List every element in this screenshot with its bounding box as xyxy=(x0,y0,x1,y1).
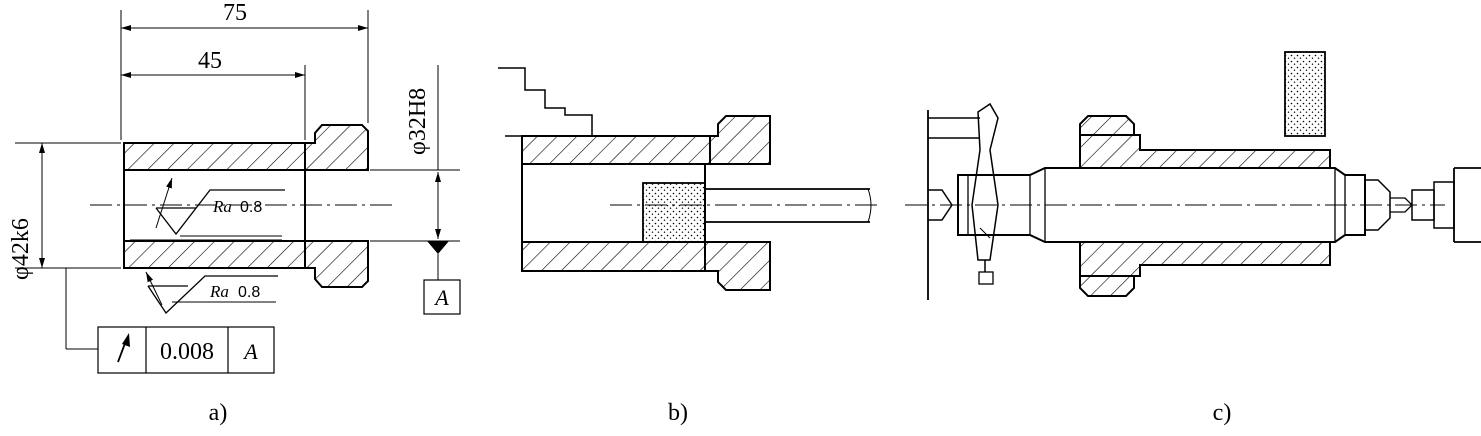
caption-a: a) xyxy=(209,400,228,426)
dim-shoulder-length: 45 xyxy=(198,48,222,74)
figure-c-inspection-setup xyxy=(905,51,1481,300)
dim-bore-diameter: φ32H8 xyxy=(405,88,431,155)
datum-label: A xyxy=(433,285,449,310)
tolerance-value: 0.008 xyxy=(160,339,214,365)
figure-b-grinding-setup xyxy=(498,67,880,291)
figure-a-bushing-drawing xyxy=(15,10,461,374)
dim-overall-length: 75 xyxy=(223,0,247,26)
dim-outer-diameter: φ42k6 xyxy=(8,218,34,280)
caption-b: b) xyxy=(668,400,688,426)
tolerance-datum: A xyxy=(242,339,258,364)
roughness-value-outer: 0.8 xyxy=(238,284,260,301)
caption-c: c) xyxy=(1213,400,1232,426)
roughness-symbol-outer: Ra xyxy=(209,282,229,301)
roughness-value-bore: 0.8 xyxy=(240,199,262,216)
roughness-symbol-bore: Ra xyxy=(212,197,232,216)
circular-runout-icon xyxy=(117,333,130,363)
